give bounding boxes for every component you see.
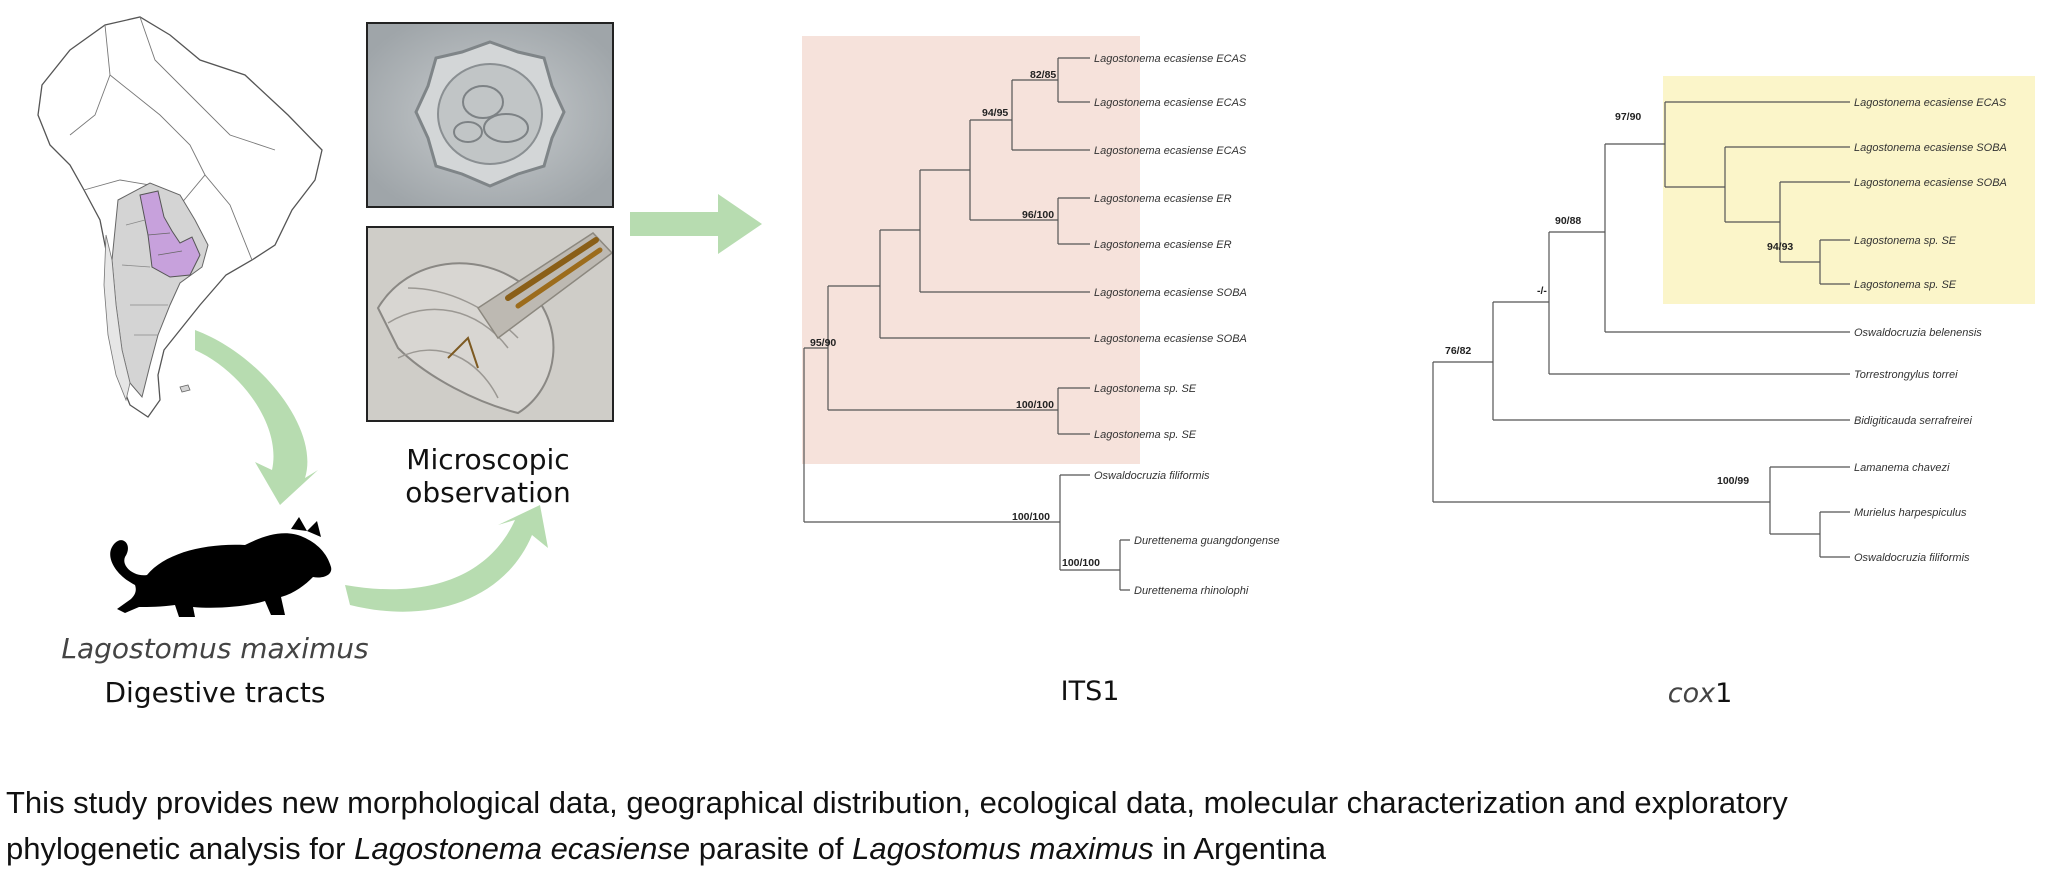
its1-tip-7: Lagostonema ecasiense SOBA — [1094, 333, 1247, 345]
its1-support: 94/95 — [982, 107, 1008, 119]
cox1-support: 94/93 — [1767, 241, 1793, 253]
its1-tip-10: Oswaldocruzia filiformis — [1094, 470, 1210, 482]
its1-support: 100/100 — [1012, 511, 1050, 523]
its1-tip-1: Lagostonema ecasiense ECAS — [1094, 53, 1247, 65]
cox1-highlight — [1663, 76, 2035, 304]
cox1-tip-9: Lamanema chavezi — [1854, 462, 1950, 474]
its1-tip-3: Lagostonema ecasiense ECAS — [1094, 145, 1247, 157]
its1-support: 96/100 — [1022, 209, 1054, 221]
cox1-tip-11: Oswaldocruzia filiformis — [1854, 552, 1970, 564]
its1-tip-4: Lagostonema ecasiense ER — [1094, 193, 1232, 205]
its1-tip-8: Lagostonema sp. SE — [1094, 383, 1197, 395]
its1-support: 95/90 — [810, 337, 836, 349]
cox1-tip-1: Lagostonema ecasiense ECAS — [1854, 97, 2007, 109]
caption-species-parasite: Lagostonema ecasiense — [354, 831, 691, 866]
its1-tree: Lagostonema ecasiense ECAS Lagostonema e… — [802, 36, 1280, 597]
micrograph-egg — [366, 22, 614, 208]
cox1-support: 76/82 — [1445, 345, 1471, 357]
south-america-map — [37, 16, 323, 418]
curved-arrow-up — [345, 505, 548, 612]
caption-text: parasite of — [690, 831, 853, 866]
cox1-label: cox1 — [1630, 678, 1770, 709]
its1-tip-6: Lagostonema ecasiense SOBA — [1094, 287, 1247, 299]
its1-support: 100/100 — [1016, 399, 1054, 411]
cox1-support: 90/88 — [1555, 215, 1581, 227]
cox1-label-suffix: 1 — [1715, 678, 1733, 709]
cox1-tip-8: Bidigiticauda serrafreirei — [1854, 415, 1973, 427]
cox1-tip-7: Torrestrongylus torrei — [1854, 369, 1958, 381]
caption-line-1: This study provides new morphological da… — [6, 785, 1788, 820]
cox1-support: 97/90 — [1615, 111, 1641, 123]
cox1-tip-2: Lagostonema ecasiense SOBA — [1854, 142, 2007, 154]
cox1-tip-3: Lagostonema ecasiense SOBA — [1854, 177, 2007, 189]
its1-tip-11: Durettenema guangdongense — [1134, 535, 1280, 547]
cox1-tip-4: Lagostonema sp. SE — [1854, 235, 1957, 247]
microscopic-observation-label: Microscopic observation — [405, 443, 571, 509]
cox1-tree: Lagostonema ecasiense ECAS Lagostonema e… — [1432, 76, 2035, 564]
its1-label: ITS1 — [1060, 676, 1120, 707]
host-species-label: Lagostomus maximus — [61, 632, 369, 665]
cox1-tip-10: Murielus harpespiculus — [1854, 507, 1967, 519]
summary-caption: This study provides new morphological da… — [6, 780, 2026, 872]
caption-line-2: phylogenetic analysis for Lagostonema ec… — [6, 826, 2026, 872]
digestive-tracts-label: Digestive tracts — [104, 676, 326, 709]
straight-arrow-right — [630, 194, 762, 254]
cox1-support: 100/99 — [1717, 475, 1749, 487]
its1-tip-9: Lagostonema sp. SE — [1094, 429, 1197, 441]
caption-text: in Argentina — [1153, 831, 1327, 866]
its1-highlight — [802, 36, 1140, 464]
cox1-tip-5: Lagostonema sp. SE — [1854, 279, 1957, 291]
curved-arrow-down — [195, 330, 318, 505]
cox1-tip-6: Oswaldocruzia belenensis — [1854, 327, 1982, 339]
process-arrows — [195, 194, 762, 612]
sampled-provinces — [139, 190, 201, 278]
its1-support: 100/100 — [1062, 557, 1100, 569]
cox1-support: -/- — [1537, 285, 1547, 297]
its1-support: 82/85 — [1030, 69, 1056, 81]
its1-tip-2: Lagostonema ecasiense ECAS — [1094, 97, 1247, 109]
micrograph-bursa — [366, 226, 614, 422]
cox1-label-italic: cox — [1667, 678, 1716, 709]
viscacha-silhouette — [110, 517, 332, 617]
caption-species-host: Lagostomus maximus — [852, 831, 1154, 866]
its1-tip-12: Durettenema rhinolophi — [1134, 585, 1249, 597]
caption-text: phylogenetic analysis for — [6, 831, 355, 866]
its1-tip-5: Lagostonema ecasiense ER — [1094, 239, 1232, 251]
